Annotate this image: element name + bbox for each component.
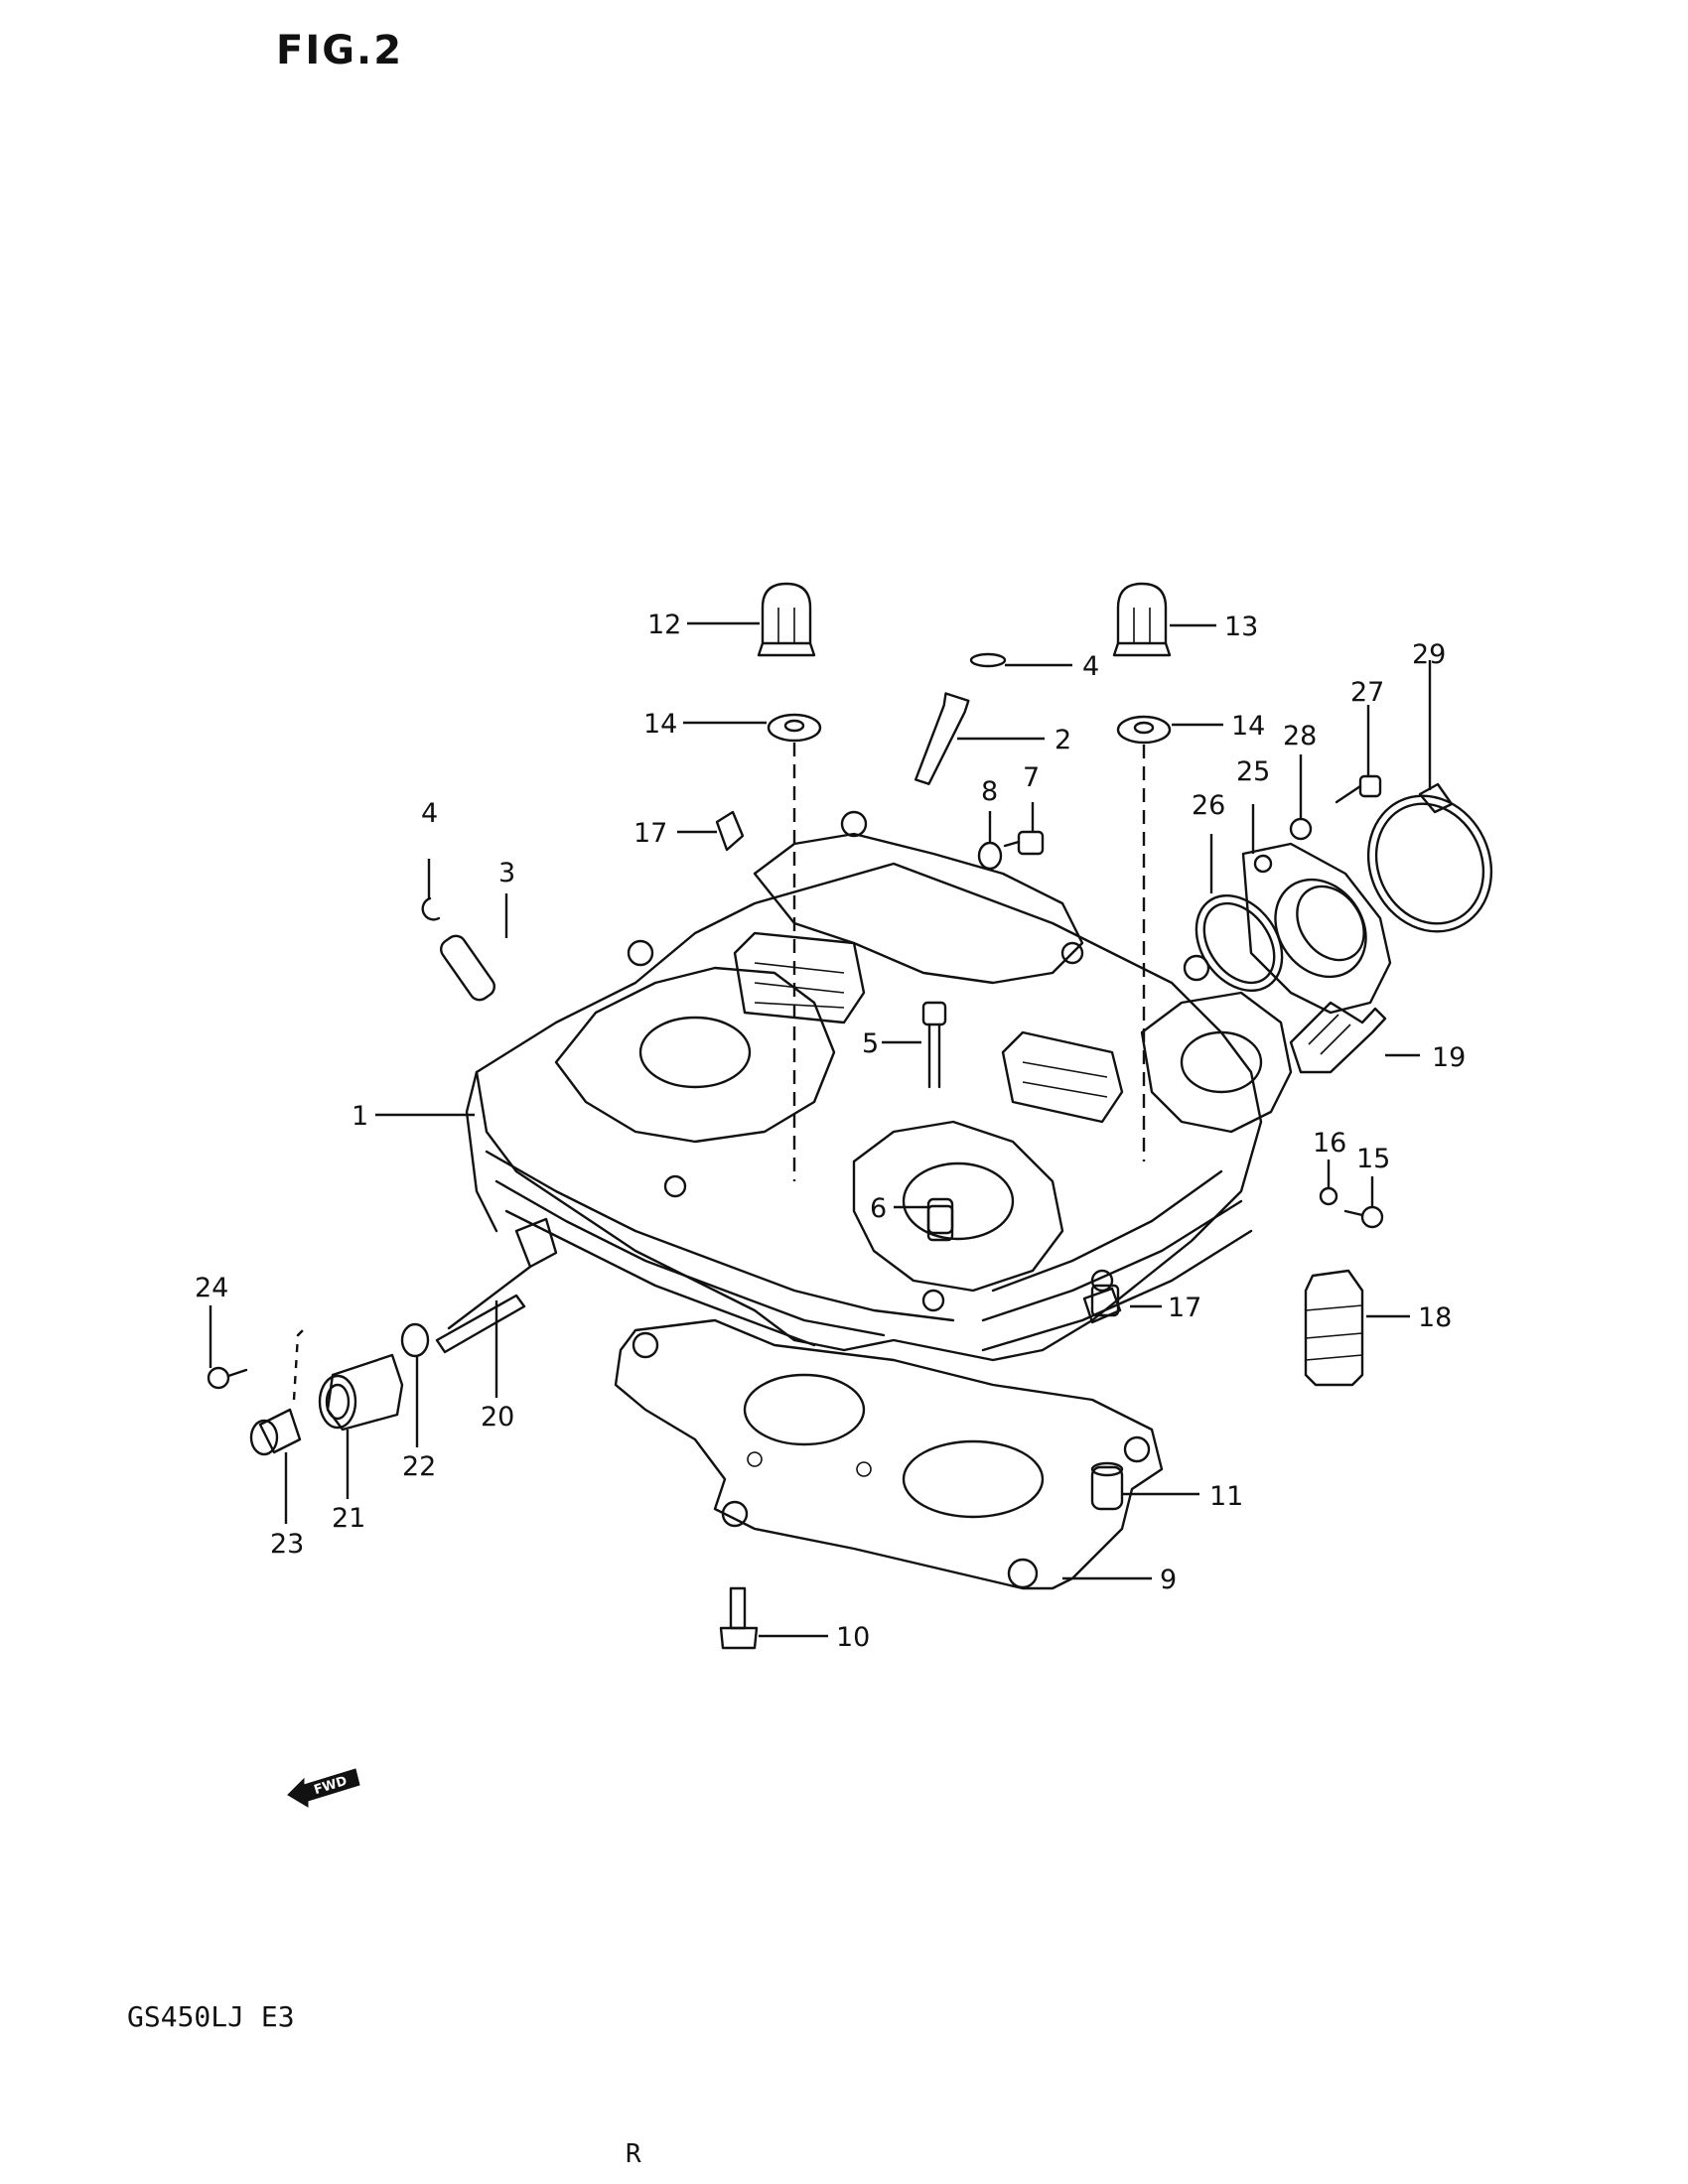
callout-21: 21	[332, 1503, 365, 1534]
cap-nut-13	[1112, 582, 1172, 657]
callout-9: 9	[1160, 1565, 1177, 1595]
cap-nut-12	[757, 582, 816, 657]
tachometer-gear-20	[435, 1217, 558, 1354]
clip-17-top	[715, 810, 745, 852]
bolt-7	[1003, 830, 1045, 856]
callout-1: 1	[352, 1101, 368, 1132]
tach-housing-21	[318, 1353, 404, 1432]
callout-4-top: 4	[1082, 651, 1099, 682]
washer-8	[977, 841, 1003, 871]
callout-24: 24	[195, 1273, 228, 1303]
spark-plug-19	[1289, 1001, 1387, 1074]
callout-26: 26	[1192, 790, 1225, 821]
bolt-10	[719, 1586, 759, 1650]
callout-28: 28	[1283, 721, 1317, 751]
screw-24	[207, 1366, 248, 1390]
head-gasket	[614, 1318, 1164, 1590]
plug-23	[249, 1408, 302, 1456]
cylinder-head	[465, 810, 1293, 1362]
callout-12: 12	[647, 610, 681, 640]
callout-16: 16	[1313, 1128, 1346, 1159]
dowel-pin-11	[1090, 1461, 1124, 1511]
callout-19: 19	[1432, 1042, 1466, 1073]
clip-17-right	[1082, 1287, 1122, 1324]
callout-23: 23	[270, 1529, 304, 1560]
callout-14-left: 14	[643, 709, 677, 740]
callout-2: 2	[1055, 725, 1071, 755]
circlip-4-top	[969, 652, 1007, 668]
valve-guide-2	[914, 692, 970, 785]
callout-18: 18	[1418, 1302, 1452, 1333]
screw-27	[1335, 774, 1382, 804]
valve-guide-3	[440, 934, 495, 1002]
bolt-5	[921, 1001, 947, 1089]
circlip-4-left	[421, 896, 441, 921]
hose-clamp-29	[1366, 782, 1493, 933]
intake-pipe-25	[1241, 842, 1392, 1015]
callout-10: 10	[836, 1622, 870, 1653]
callout-22: 22	[402, 1451, 436, 1482]
callout-14-right: 14	[1231, 711, 1265, 742]
o-ring-26	[1195, 893, 1284, 993]
callout-13: 13	[1224, 612, 1258, 642]
rubber-block-18	[1304, 1269, 1364, 1387]
callout-7: 7	[1023, 762, 1040, 793]
dowel-6	[926, 1197, 954, 1235]
callout-17-top: 17	[633, 818, 667, 849]
callout-25: 25	[1236, 756, 1270, 787]
callout-15: 15	[1356, 1144, 1390, 1174]
callout-29: 29	[1412, 639, 1446, 670]
callout-6: 6	[870, 1193, 887, 1224]
callout-labels: 12 13 4 14 2 14 29 27 28 25 26 8 7 17 4 …	[195, 610, 1466, 1653]
callout-4-left: 4	[421, 798, 438, 829]
washer-14-left	[767, 713, 822, 743]
leader-lines	[209, 621, 1432, 1638]
washer-28	[1289, 817, 1313, 841]
callout-17-right: 17	[1168, 1293, 1201, 1323]
fwd-label: FWD	[312, 1774, 349, 1798]
callout-27: 27	[1350, 677, 1384, 708]
page-mark: R	[626, 2139, 641, 2169]
figure-title: FIG.2	[276, 28, 404, 73]
callout-5: 5	[862, 1028, 879, 1059]
callout-8: 8	[981, 776, 998, 807]
callout-11: 11	[1209, 1481, 1243, 1512]
screw-15	[1343, 1205, 1384, 1229]
callout-3: 3	[498, 858, 515, 888]
forward-direction-arrow-icon: FWD	[287, 1768, 360, 1808]
model-code: GS450LJ E3	[127, 2000, 295, 2033]
washer-14-right	[1116, 715, 1172, 745]
washer-16	[1319, 1186, 1338, 1206]
o-ring-22	[400, 1322, 430, 1358]
callout-20: 20	[481, 1402, 514, 1433]
